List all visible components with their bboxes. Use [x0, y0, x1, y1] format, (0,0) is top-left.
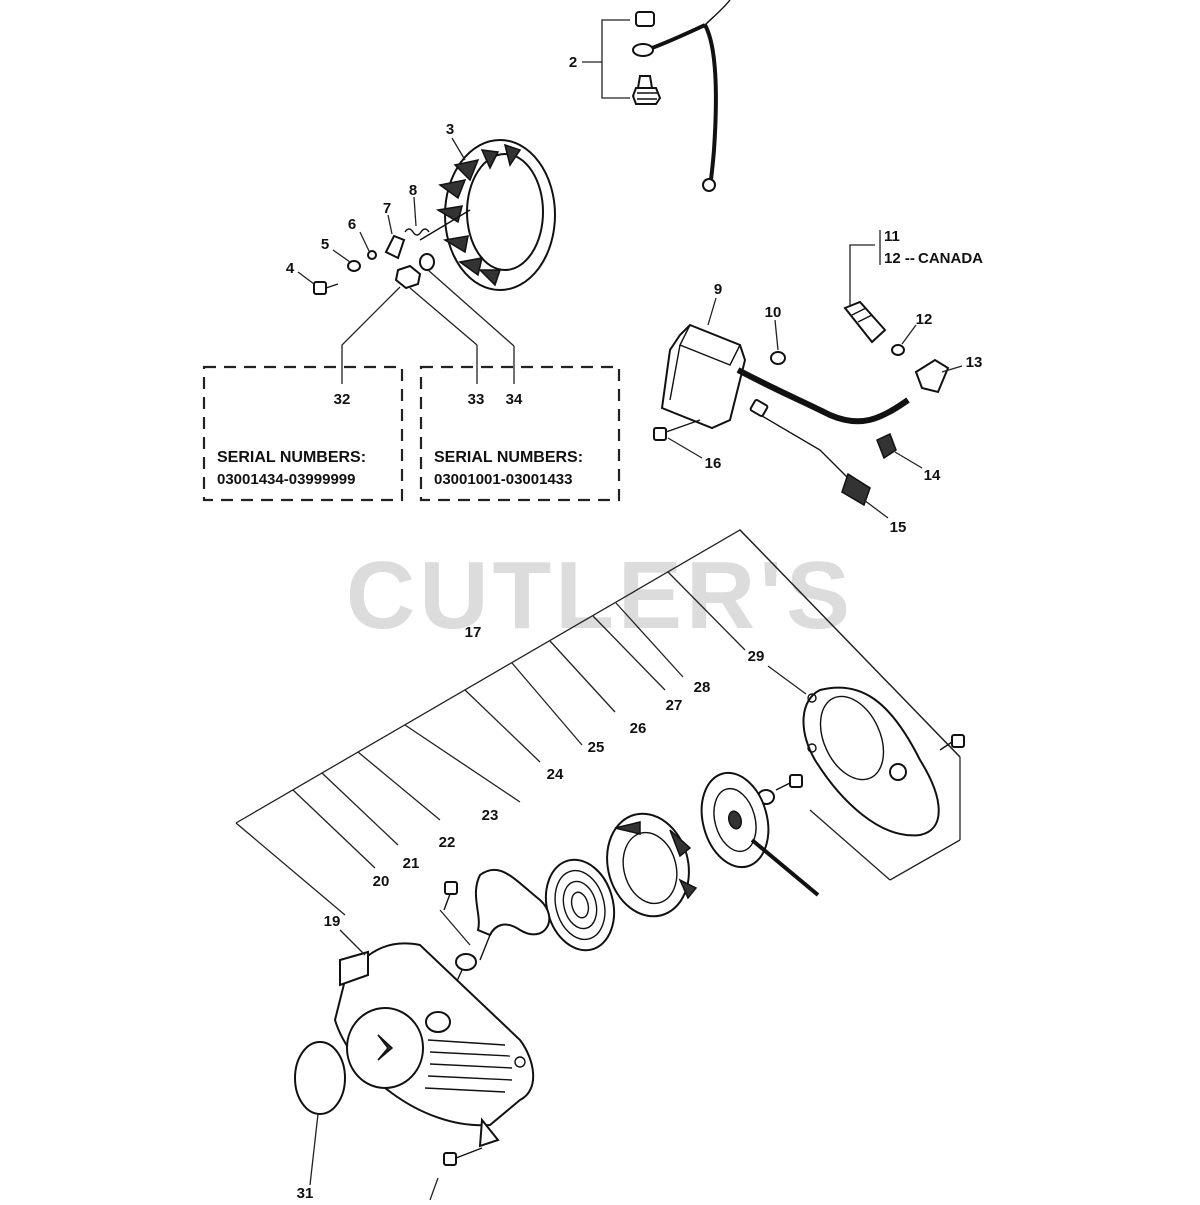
watermark-text: CUTLER'S [346, 542, 854, 649]
serial-panel-2-title: SERIAL NUMBERS: [434, 449, 583, 466]
callout-31: 31 [297, 1185, 314, 1200]
starter-handle [475, 868, 551, 961]
callout-25: 25 [588, 739, 605, 756]
callout-12: 12 -- [884, 250, 915, 267]
callout-27: 27 [666, 697, 683, 714]
callout-24: 24 [547, 766, 564, 783]
callout-5: 5 [321, 236, 329, 253]
callout-18: 17 [465, 624, 482, 641]
callout-8: 8 [409, 182, 417, 199]
callout-17: 16 [705, 455, 722, 472]
callout-7: 7 [383, 200, 391, 217]
flywheel [419, 139, 556, 291]
starter-housing [333, 942, 535, 1148]
callout-20: 20 [373, 873, 390, 890]
callout-9: 9 [714, 281, 722, 298]
callout-4: 4 [286, 260, 295, 277]
callout-16: 15 [890, 519, 907, 536]
ignition-module [653, 300, 950, 507]
callout-15: 14 [924, 467, 941, 484]
callout-21: 21 [403, 855, 420, 872]
cover-disc [294, 1041, 346, 1115]
starter-plate [802, 686, 940, 837]
callout-2: 2 [569, 54, 577, 71]
callout-10: 10 [765, 304, 782, 321]
callout-32: 32 [334, 391, 351, 408]
callout-34: 34 [506, 391, 523, 408]
callout-26: 26 [630, 720, 647, 737]
callout-3: 3 [446, 121, 454, 138]
variant-label: CANADA [918, 250, 983, 267]
callout-29: 29 [748, 648, 765, 665]
serial-panel-1-range: 03001434-03999999 [217, 471, 355, 488]
serial-panel-2 [419, 365, 621, 502]
callout-14: 13 [966, 354, 983, 371]
serial-panel-1-title: SERIAL NUMBERS: [217, 449, 366, 466]
callout-33: 33 [468, 391, 485, 408]
callout-6: 6 [348, 216, 356, 233]
starter-pulley [700, 771, 820, 897]
spring-case [606, 812, 698, 918]
starter-leaders [235, 529, 961, 916]
callout-13: 12 [916, 311, 933, 328]
callout-28: 28 [694, 679, 711, 696]
serial-panel-1 [202, 365, 404, 502]
recoil-spring [544, 858, 616, 952]
ground-wire-assembly [582, 0, 731, 192]
callout-19: 19 [324, 913, 341, 930]
flywheel-hardware [297, 196, 435, 295]
serial-panel-2-range: 03001001-03001433 [434, 471, 572, 488]
callout-23: 23 [482, 807, 499, 824]
callout-11: 11 [884, 228, 900, 245]
callout-22: 22 [439, 834, 456, 851]
